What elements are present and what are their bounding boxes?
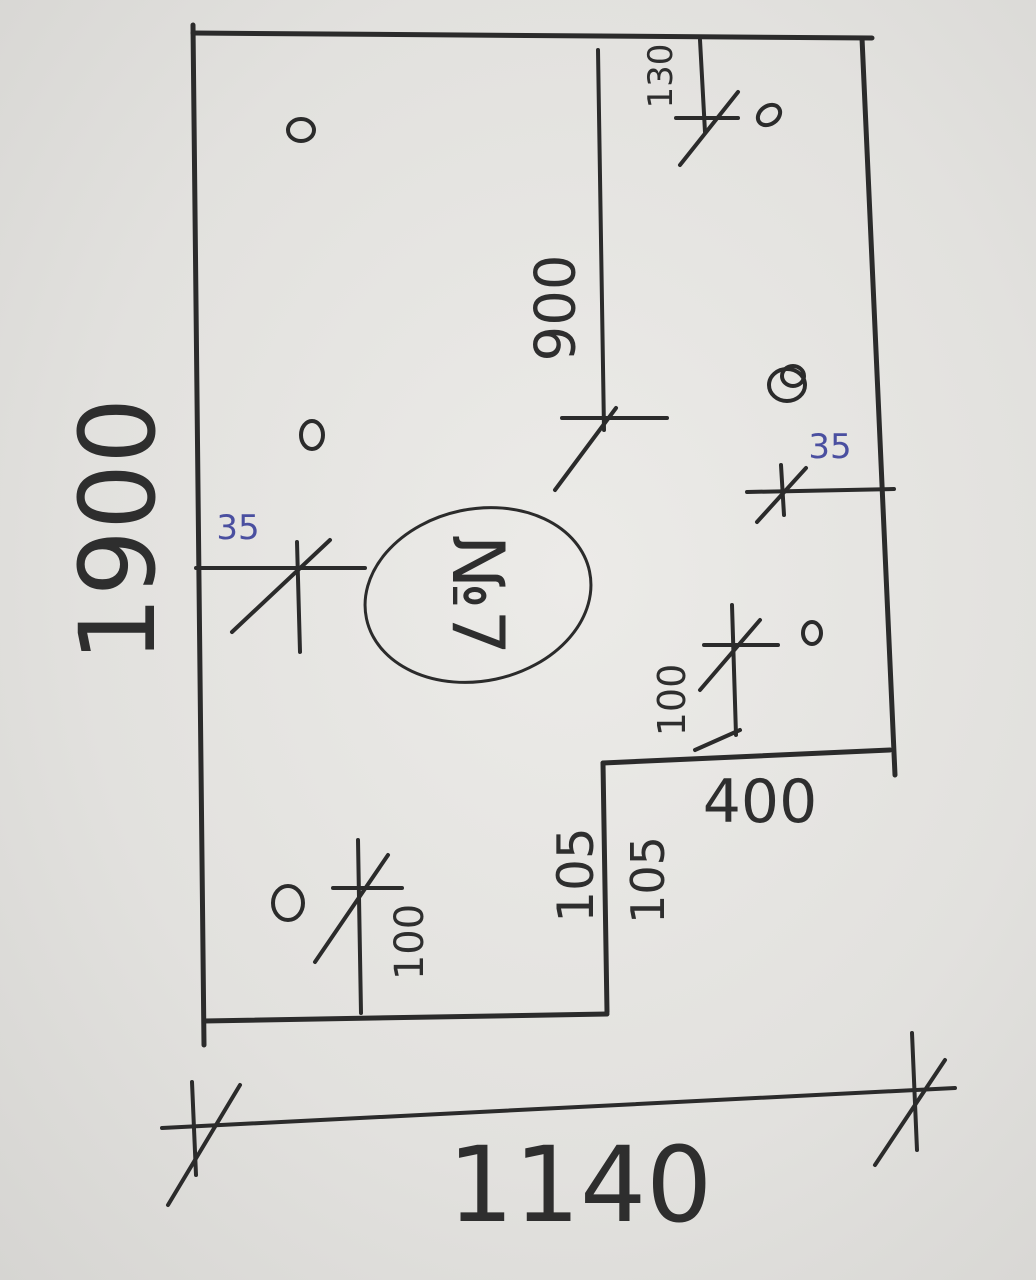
right-offset-vertical <box>779 463 786 517</box>
outline-step-bottom <box>600 747 893 766</box>
inner-tick-900 <box>553 406 618 492</box>
top-right-tick <box>678 90 740 167</box>
outline-bottom <box>201 1011 610 1024</box>
step-height-inner-label: 105 <box>621 836 675 924</box>
step-right-tick <box>698 618 762 692</box>
bottom-left-label: 100 <box>387 904 433 980</box>
hole-circle <box>780 364 806 388</box>
bottom-left-line <box>356 838 363 1015</box>
width-tick-right <box>873 1058 947 1167</box>
height-label: 1900 <box>57 398 179 663</box>
hole-circle <box>801 620 823 646</box>
step-height-outer-label: 105 <box>547 827 605 922</box>
width-vertical-right <box>910 1031 919 1152</box>
outline <box>190 22 898 1048</box>
width-tick-left <box>166 1083 242 1207</box>
part-label-oval <box>363 506 593 684</box>
hole-circle <box>286 117 316 143</box>
right-offset-label: 35 <box>808 427 851 467</box>
top-right-label: 130 <box>641 44 681 109</box>
step-right-diagonal <box>693 728 742 752</box>
inner-lines <box>194 38 896 1015</box>
width-label: 1140 <box>448 1124 713 1246</box>
step-right-line <box>730 603 738 737</box>
hole-circle <box>271 884 305 922</box>
left-offset-vertical <box>295 540 302 654</box>
outline-left <box>190 22 207 1048</box>
holes <box>271 102 823 922</box>
right-offset-line <box>745 487 896 494</box>
width-vertical-left <box>190 1080 198 1177</box>
width-dimension <box>160 1031 957 1207</box>
left-offset-label: 35 <box>216 508 259 548</box>
width-dimension-line <box>160 1086 957 1130</box>
right-offset-tick <box>755 466 808 524</box>
inner-wall-label: 900 <box>524 255 589 362</box>
outline-step-vertical <box>600 760 610 1015</box>
left-offset-tick <box>230 538 332 634</box>
hole-circle <box>299 419 325 451</box>
inner-wall-900 <box>596 48 606 432</box>
part-label-text: №7 <box>436 535 520 656</box>
step-right-label: 100 <box>650 664 694 737</box>
hole-circle <box>755 102 783 128</box>
outline-right <box>859 35 898 778</box>
step-width-label: 400 <box>703 767 818 837</box>
bottom-left-tick <box>313 853 390 964</box>
outline-top <box>190 30 875 41</box>
